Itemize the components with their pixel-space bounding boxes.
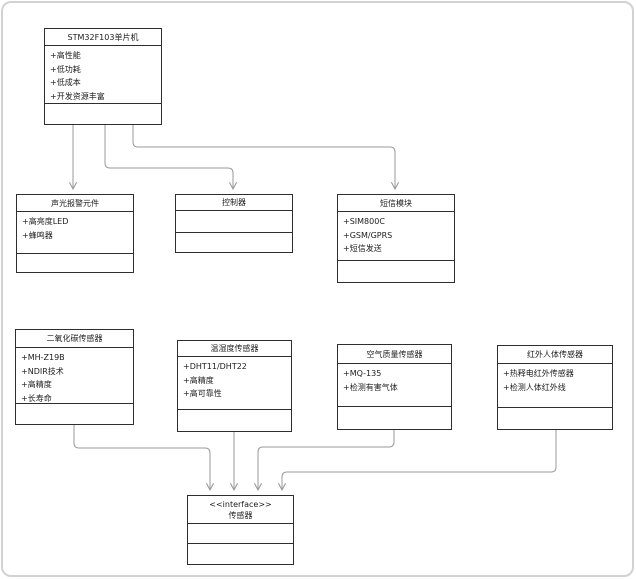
attribute: +高精度	[21, 380, 52, 389]
class-title: 声光报警元件	[17, 195, 133, 212]
class-box-stm32f103[interactable]: STM32F103单片机 +高性能 +低功耗 +低成本 +开发资源丰富	[44, 28, 162, 125]
connector-stm32-to-controller[interactable]	[104, 125, 238, 191]
attribute: +低功耗	[50, 64, 81, 74]
class-methods-empty	[45, 104, 161, 124]
interface-name: 传感器	[228, 510, 253, 520]
class-box-ir-human-sensor[interactable]: 红外人体传感器 +热释电红外传感器 +检测人体红外线	[497, 345, 613, 430]
attribute: +低成本	[50, 78, 81, 87]
connector-ir-to-interface[interactable]	[277, 430, 557, 492]
class-title: 控制器	[176, 195, 292, 211]
interface-attributes-empty	[188, 524, 293, 544]
connector-co2-to-interface[interactable]	[73, 425, 215, 492]
class-attributes: +MQ-135 +检测有害气体	[338, 364, 451, 407]
class-title: STM32F103单片机	[45, 29, 161, 46]
class-box-alarm[interactable]: 声光报警元件 +高亮度LED +蜂鸣器	[16, 194, 134, 273]
class-title: 空气质量传感器	[338, 345, 451, 364]
class-title: 二氧化碳传感器	[16, 330, 133, 348]
interface-box-sensor[interactable]: <<interface>> 传感器	[187, 495, 294, 565]
attribute: +开发资源丰富	[50, 91, 105, 101]
class-attributes: +MH-Z19B +NDIR技术 +高精度 +长寿命	[16, 348, 133, 404]
class-attributes: +高亮度LED +蜂鸣器	[17, 212, 133, 254]
class-methods-empty	[178, 410, 291, 431]
class-attributes: +DHT11/DHT22 +高精度 +高可靠性	[178, 357, 291, 410]
class-title: 红外人体传感器	[498, 346, 612, 364]
connector-stm32-to-sms[interactable]	[132, 125, 400, 191]
class-methods-empty	[498, 408, 612, 429]
attribute: +长寿命	[21, 393, 52, 403]
attribute: +SIM800C	[343, 217, 385, 226]
attribute: +DHT11/DHT22	[183, 362, 247, 371]
class-title: 温湿度传感器	[178, 341, 291, 357]
attribute: +蜂鸣器	[22, 230, 53, 240]
class-box-controller[interactable]: 控制器	[175, 194, 293, 253]
class-methods-empty	[16, 404, 133, 424]
class-attributes: +高性能 +低功耗 +低成本 +开发资源丰富	[45, 46, 161, 104]
interface-stereotype: <<interface>>	[209, 499, 272, 509]
class-box-co2-sensor[interactable]: 二氧化碳传感器 +MH-Z19B +NDIR技术 +高精度 +长寿命	[15, 329, 134, 425]
attribute: +MH-Z19B	[21, 353, 65, 362]
attribute: +高精度	[183, 375, 214, 385]
class-attributes-empty	[176, 211, 292, 233]
class-methods-empty	[338, 407, 451, 429]
class-box-temp-humidity-sensor[interactable]: 温湿度传感器 +DHT11/DHT22 +高精度 +高可靠性	[177, 340, 292, 432]
class-box-sms-module[interactable]: 短信模块 +SIM800C +GSM/GPRS +短信发送	[337, 194, 455, 283]
attribute: +MQ-135	[343, 369, 382, 378]
class-title: 短信模块	[338, 195, 454, 212]
class-attributes: +热释电红外传感器 +检测人体红外线	[498, 364, 612, 408]
attribute: +高亮度LED	[22, 217, 69, 226]
attribute: +检测人体红外线	[503, 382, 566, 392]
attribute: +热释电红外传感器	[503, 369, 574, 378]
class-methods-empty	[176, 233, 292, 252]
class-box-air-quality-sensor[interactable]: 空气质量传感器 +MQ-135 +检测有害气体	[337, 344, 452, 430]
attribute: +GSM/GPRS	[343, 230, 393, 240]
class-methods-empty	[338, 261, 454, 282]
interface-methods-empty	[188, 544, 293, 564]
connector-air-to-interface[interactable]	[253, 430, 395, 492]
attribute: +高性能	[50, 51, 81, 60]
attribute: +检测有害气体	[343, 382, 398, 392]
attribute: +NDIR技术	[21, 366, 64, 376]
attribute: +高可靠性	[183, 389, 222, 398]
class-attributes: +SIM800C +GSM/GPRS +短信发送	[338, 212, 454, 261]
attribute: +短信发送	[343, 244, 382, 253]
interface-title: <<interface>> 传感器	[188, 496, 293, 524]
class-methods-empty	[17, 254, 133, 272]
